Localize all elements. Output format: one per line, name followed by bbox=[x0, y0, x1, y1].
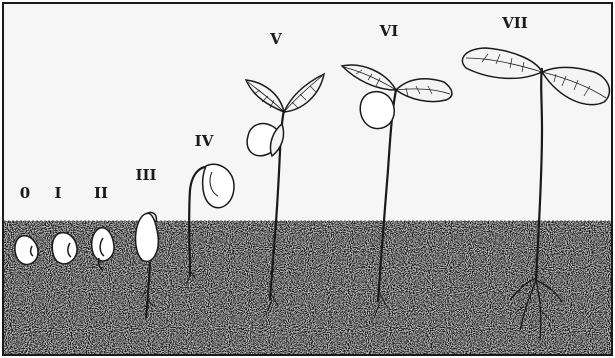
stage-label-iii: III bbox=[135, 166, 156, 184]
stage-label-0: 0 bbox=[20, 184, 30, 202]
stage-label-ii: II bbox=[94, 184, 108, 202]
stage-label-i: I bbox=[54, 184, 61, 202]
stage-label-vi: VI bbox=[379, 22, 399, 40]
stage-label-vii: VII bbox=[501, 14, 528, 32]
stage-label-v: V bbox=[269, 30, 282, 48]
stage-1-bean bbox=[52, 233, 77, 264]
stage-label-iv: IV bbox=[195, 132, 214, 150]
